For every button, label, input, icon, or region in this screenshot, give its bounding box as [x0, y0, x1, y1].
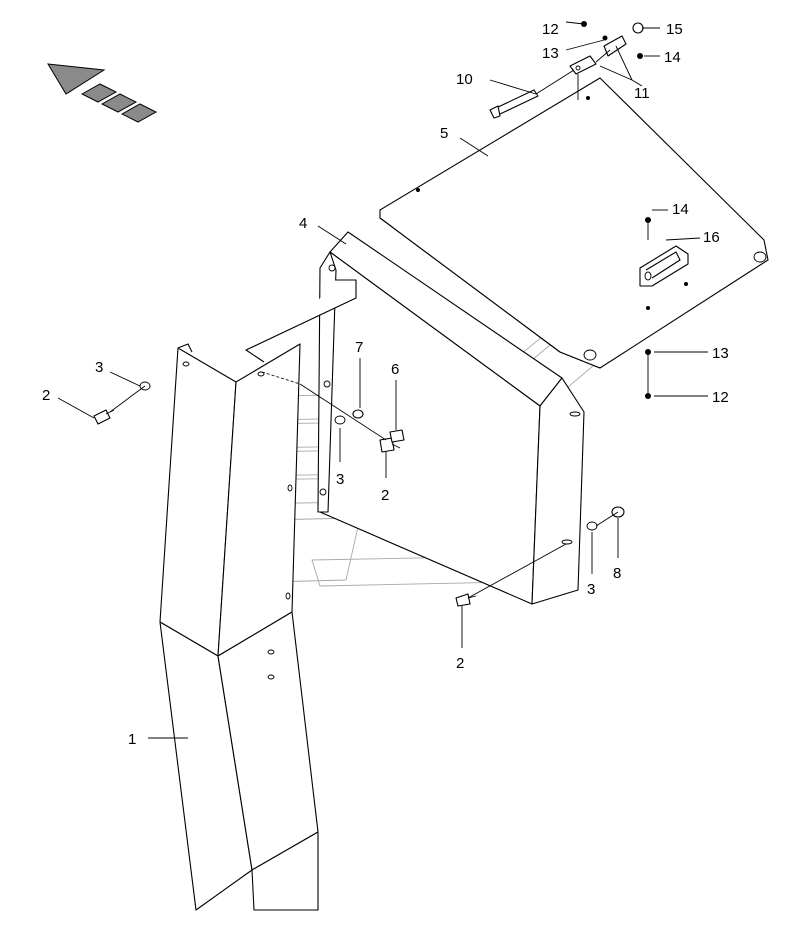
- label-7: 7: [355, 339, 363, 356]
- label-3-left: 3: [95, 359, 103, 376]
- washer-3-right: [586, 521, 598, 531]
- part-4-side-cover: [245, 231, 585, 605]
- nut-7: [352, 409, 364, 419]
- label-12-bottom: 12: [712, 389, 729, 406]
- direction-arrow-icon: [47, 63, 158, 123]
- label-16: 16: [703, 229, 720, 246]
- label-5: 5: [440, 125, 448, 142]
- label-14-top: 14: [664, 49, 681, 66]
- washer-3-center: [334, 415, 346, 425]
- part-10-long-bolt: [489, 89, 539, 119]
- label-4: 4: [299, 215, 307, 232]
- part-16-handle: [639, 245, 689, 287]
- label-12-top: 12: [542, 21, 559, 38]
- label-10: 10: [456, 71, 473, 88]
- align-line-h: [535, 69, 575, 95]
- label-2-bottom: 2: [456, 655, 464, 672]
- bolt-2-center: [379, 437, 401, 453]
- label-1: 1: [128, 731, 136, 748]
- leader-lines: [57, 21, 708, 739]
- label-3-right: 3: [587, 581, 595, 598]
- label-13-top: 13: [542, 45, 559, 62]
- label-3-center: 3: [336, 471, 344, 488]
- align-line-d: [595, 511, 619, 527]
- label-2-center: 2: [381, 487, 389, 504]
- label-8: 8: [613, 565, 621, 582]
- label-13-bottom: 13: [712, 345, 729, 362]
- align-line-b: [299, 383, 387, 441]
- label-15: 15: [666, 21, 683, 38]
- label-2-left: 2: [42, 387, 50, 404]
- align-line-e: [109, 385, 146, 413]
- align-line-i: [595, 49, 611, 63]
- align-line-c: [467, 543, 567, 599]
- label-14-mid: 14: [672, 201, 689, 218]
- part-5-top-lid: [379, 77, 769, 369]
- washer-13-top: [602, 35, 608, 41]
- screw-14-top: [637, 53, 643, 59]
- align-line-a: [261, 371, 301, 385]
- bolt-2-left: [93, 409, 115, 425]
- bolt-2-bottom: [455, 593, 477, 607]
- label-11: 11: [634, 85, 650, 102]
- part-1-column: [159, 343, 319, 911]
- bolt-6: [389, 429, 405, 443]
- nut-15: [632, 22, 644, 34]
- label-6: 6: [391, 361, 399, 378]
